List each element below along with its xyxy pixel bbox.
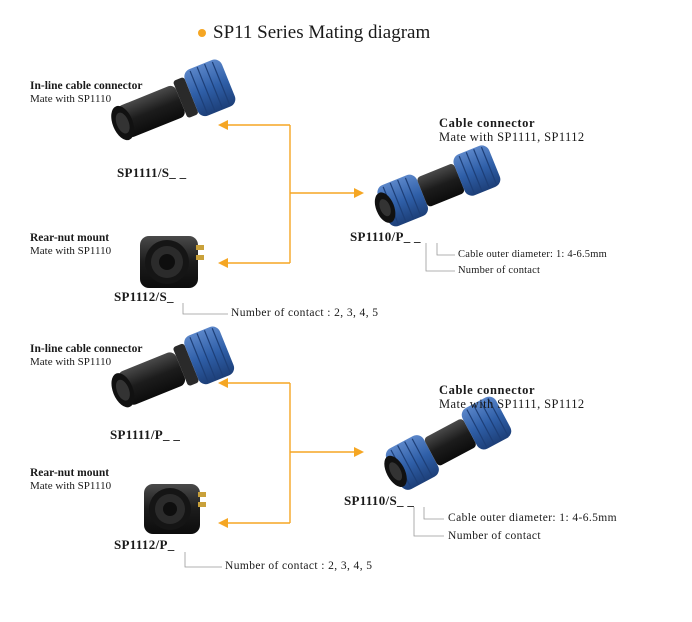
inline-model-2: SP1111/P_ _ bbox=[110, 427, 181, 442]
cable-diameter-note-2: Cable outer diameter: 1: 4-6.5mm bbox=[448, 512, 617, 524]
cable-model-1: SP1110/P_ _ bbox=[350, 229, 421, 244]
cable-heading-1: Cable connector bbox=[439, 116, 536, 130]
rearnut-contacts-note-2: Number of contact : 2, 3, 4, 5 bbox=[225, 560, 373, 572]
cable-connector-2-image bbox=[384, 396, 512, 490]
cable-contact-note-1: Number of contact bbox=[458, 265, 541, 276]
cable-model-2: SP1110/S_ _ bbox=[344, 493, 415, 508]
rearnut-heading-1: Rear-nut mount bbox=[30, 232, 110, 244]
rearnut-contacts-note-1: Number of contact : 2, 3, 4, 5 bbox=[231, 307, 379, 319]
cable-heading-2: Cable connector bbox=[439, 383, 536, 397]
inline-heading-1: In-line cable connector bbox=[30, 80, 143, 92]
rearnut-mate-2: Mate with SP1110 bbox=[30, 480, 112, 492]
leader-lines bbox=[182, 243, 455, 568]
rearnut-connector-1-image bbox=[140, 236, 204, 288]
mating-arrows-1 bbox=[218, 120, 364, 268]
inline-model-1: SP1111/S_ _ bbox=[117, 165, 187, 180]
cable-mate-1: Mate with SP1111, SP1112 bbox=[439, 130, 585, 144]
cable-mate-2: Mate with SP1111, SP1112 bbox=[439, 397, 585, 411]
rearnut-heading-2: Rear-nut mount bbox=[30, 467, 110, 479]
cable-diameter-note-1: Cable outer diameter: 1: 4-6.5mm bbox=[458, 249, 607, 260]
title-bullet-icon bbox=[198, 29, 206, 37]
title-text: SP11 Series Mating diagram bbox=[213, 22, 431, 43]
diagram-title: SP11 Series Mating diagram bbox=[198, 22, 430, 44]
rearnut-connector-2-image bbox=[144, 484, 206, 534]
inline-connector-1-image bbox=[111, 59, 236, 141]
cable-contact-note-2: Number of contact bbox=[448, 530, 542, 542]
inline-mate-1: Mate with SP1110 bbox=[30, 93, 112, 105]
rearnut-mate-1: Mate with SP1110 bbox=[30, 245, 112, 257]
rearnut-model-2: SP1112/P_ bbox=[114, 537, 175, 552]
mating-arrows-2 bbox=[218, 378, 364, 528]
inline-heading-2: In-line cable connector bbox=[30, 343, 143, 355]
inline-connector-2-image bbox=[111, 326, 235, 408]
inline-mate-2: Mate with SP1110 bbox=[30, 356, 112, 368]
cable-connector-1-image bbox=[374, 145, 501, 227]
rearnut-model-1: SP1112/S_ bbox=[114, 289, 174, 304]
